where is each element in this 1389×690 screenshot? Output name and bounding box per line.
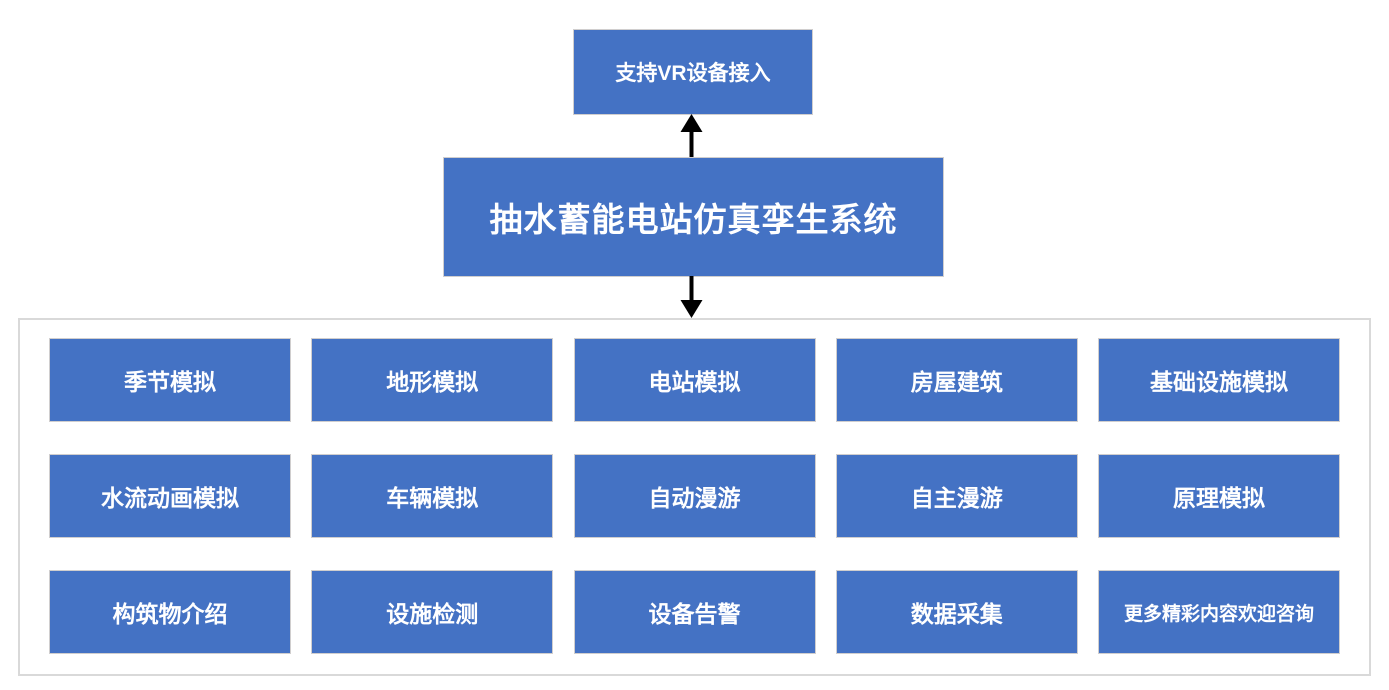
- module-label: 房屋建筑: [910, 369, 1003, 395]
- module-box-equipment-alarm: 设备告警: [573, 570, 816, 654]
- module-label: 更多精彩内容欢迎咨询: [1123, 603, 1314, 625]
- module-row-2: 水流动画模拟 车辆模拟 自动漫游 自主漫游 原理模拟: [49, 454, 1340, 538]
- up-arrow-icon: [680, 114, 703, 157]
- module-label: 水流动画模拟: [101, 485, 239, 511]
- module-label: 自动漫游: [648, 485, 741, 511]
- modules-container: 季节模拟 地形模拟 电站模拟 房屋建筑 基础设施模拟 水流动画模拟 车辆模拟: [18, 318, 1371, 676]
- module-label: 原理模拟: [1173, 485, 1265, 511]
- module-box-terrain-simulation: 地形模拟: [311, 338, 554, 422]
- module-row-3: 构筑物介绍 设施检测 设备告警 数据采集 更多精彩内容欢迎咨询: [49, 570, 1340, 654]
- module-box-free-roaming: 自主漫游: [835, 454, 1078, 538]
- system-title-label: 抽水蓄能电站仿真孪生系统: [489, 201, 898, 238]
- module-box-buildings: 房屋建筑: [835, 338, 1078, 422]
- module-label: 电站模拟: [648, 369, 741, 395]
- vr-support-label: 支持VR设备接入: [615, 62, 771, 85]
- vr-support-box: 支持VR设备接入: [573, 29, 813, 115]
- module-box-infrastructure-simulation: 基础设施模拟: [1098, 338, 1340, 422]
- module-label: 构筑物介绍: [112, 601, 228, 627]
- module-box-water-flow-animation: 水流动画模拟: [49, 454, 291, 538]
- module-box-vehicle-simulation: 车辆模拟: [311, 454, 554, 538]
- module-box-data-collection: 数据采集: [835, 570, 1078, 654]
- module-label: 季节模拟: [124, 369, 216, 395]
- module-box-principle-simulation: 原理模拟: [1098, 454, 1340, 538]
- module-label: 设备告警: [648, 601, 741, 627]
- system-title-box: 抽水蓄能电站仿真孪生系统: [443, 157, 944, 277]
- module-box-auto-roaming: 自动漫游: [573, 454, 816, 538]
- module-box-season-simulation: 季节模拟: [49, 338, 291, 422]
- module-label: 基础设施模拟: [1150, 369, 1288, 395]
- module-label: 数据采集: [910, 601, 1003, 627]
- module-row-1: 季节模拟 地形模拟 电站模拟 房屋建筑 基础设施模拟: [49, 338, 1340, 422]
- module-box-station-simulation: 电站模拟: [573, 338, 816, 422]
- module-label: 设施检测: [386, 601, 479, 627]
- down-arrow-icon: [680, 276, 703, 318]
- module-label: 车辆模拟: [386, 485, 479, 511]
- module-box-facility-inspection: 设施检测: [311, 570, 554, 654]
- module-label: 自主漫游: [910, 485, 1003, 511]
- module-label: 地形模拟: [386, 369, 479, 395]
- module-box-more-content-contact: 更多精彩内容欢迎咨询: [1098, 570, 1340, 654]
- module-box-structure-introduction: 构筑物介绍: [49, 570, 291, 654]
